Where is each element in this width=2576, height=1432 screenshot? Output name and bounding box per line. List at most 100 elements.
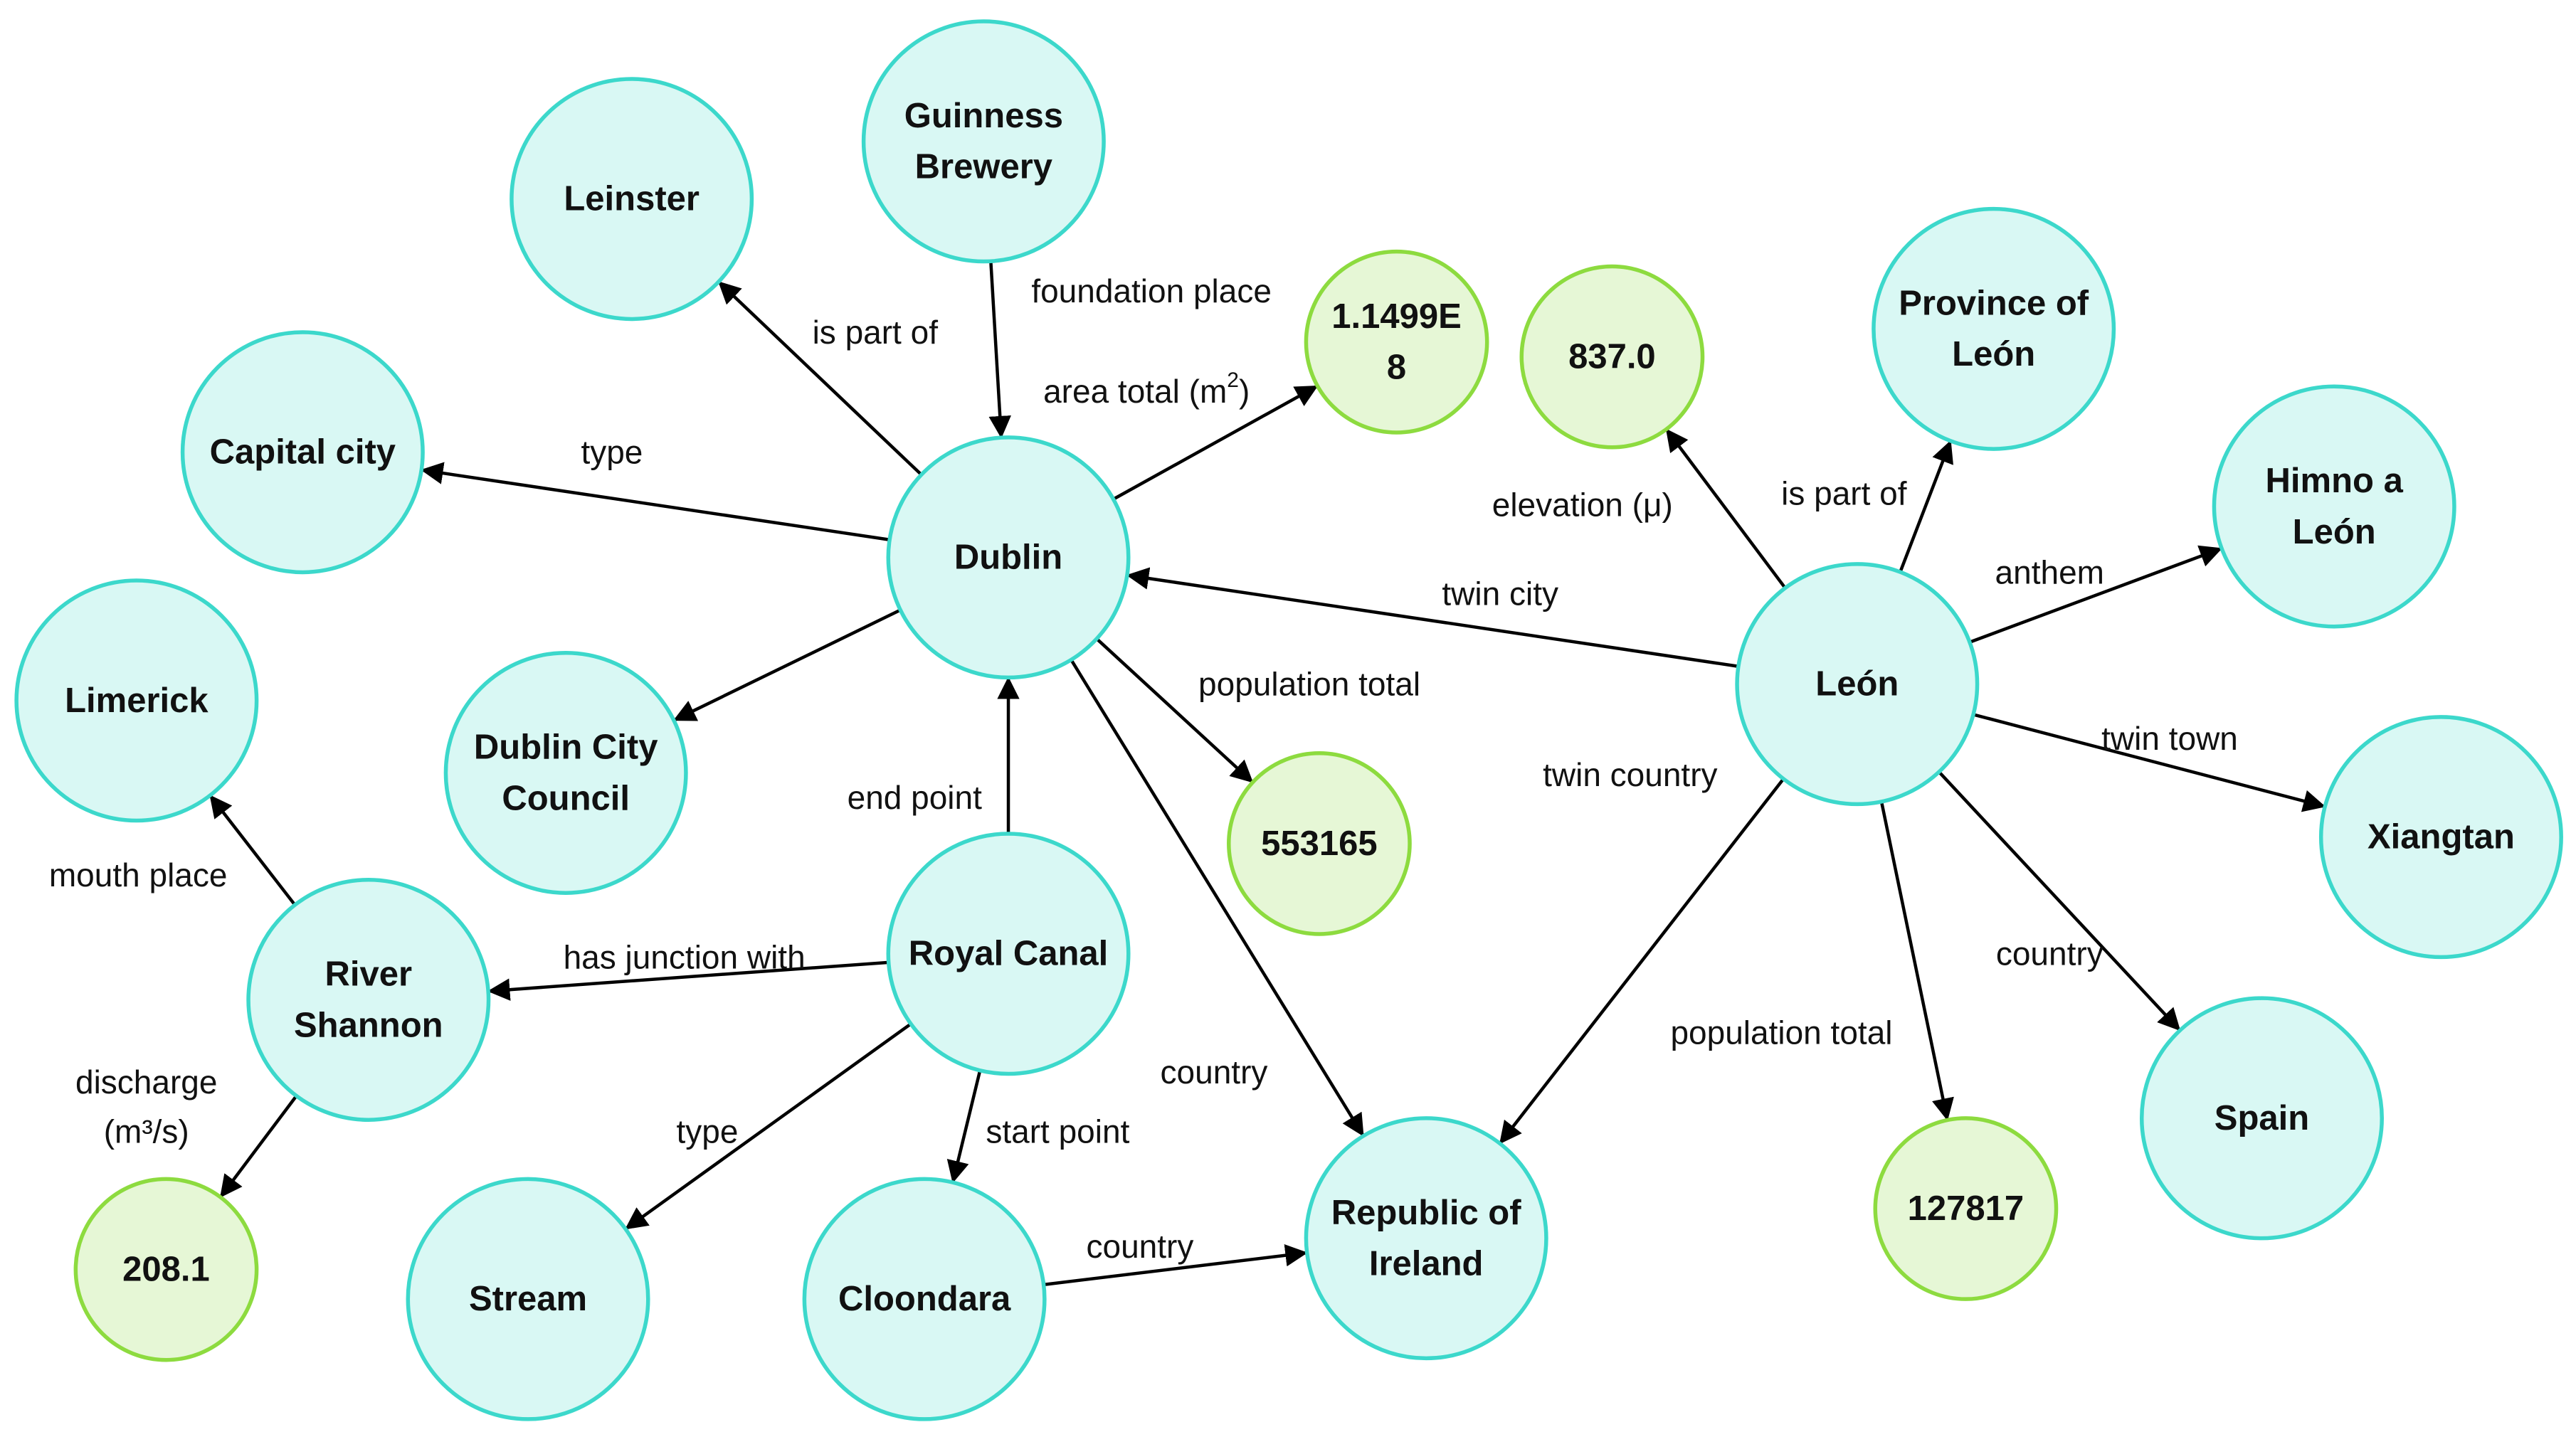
node-stream: Stream (406, 1177, 650, 1421)
edge-leon-to-spain (1938, 770, 2181, 1031)
node-cloondara: Cloondara (802, 1177, 1047, 1421)
node-royal-canal: Royal Canal (886, 832, 1131, 1076)
entity-node-circle (406, 1177, 650, 1421)
edge-label: end point (848, 779, 982, 816)
node-label: Guinness (904, 97, 1063, 135)
node-discharge-value: 208.1 (73, 1177, 259, 1362)
edge-label: twin town (2101, 720, 2238, 757)
edge-leon-to-elevation-value (1665, 428, 1787, 589)
node-label: 127817 (1908, 1189, 2025, 1228)
edge-label: twin country (1543, 756, 1717, 793)
node-pop-leon: 127817 (1873, 1116, 2059, 1301)
literal-node-circle (1304, 249, 1489, 435)
edge-guinness-to-dublin (988, 261, 1011, 439)
edge-dublin-to-area-value (1112, 385, 1319, 501)
edge-label: country (1161, 1054, 1268, 1091)
entity-node-circle (802, 1177, 1047, 1421)
edge-label: has junction with (564, 938, 806, 975)
node-label: Capital city (210, 433, 396, 472)
node-label: 553165 (1261, 824, 1378, 863)
edge-labels-layer: is part of foundation place area total (m2… (49, 272, 2238, 1265)
entity-node-circle (180, 330, 425, 575)
entity-node-circle (2318, 715, 2563, 960)
node-label: Ireland (1369, 1244, 1484, 1283)
edge-label: mouth place (49, 856, 228, 893)
edge-label: twin city (1442, 575, 1558, 612)
entity-node-circle (443, 650, 688, 895)
node-label: Leinster (564, 180, 700, 218)
node-label: Royal Canal (909, 935, 1108, 973)
node-label: Dublin City (474, 728, 658, 767)
entity-node-circle (2139, 996, 2384, 1241)
edge-label: foundation place (1031, 272, 1272, 309)
edge-label: area total (m2) (1043, 368, 1250, 410)
entity-node-circle (2212, 384, 2456, 629)
edge-leon-to-xiangtan (1973, 713, 2326, 812)
edge-dublin-to-capital-city (421, 462, 890, 541)
node-pop-dublin: 553165 (1227, 751, 1412, 936)
node-label: Republic of (1331, 1194, 1521, 1232)
edge-label: country (1087, 1228, 1194, 1265)
edge-label: is part of (1781, 474, 1907, 511)
node-ireland: Republic of Ireland (1304, 1116, 1548, 1361)
node-label: León (1952, 335, 2035, 373)
edge-royal-canal-to-cloondara (946, 1070, 982, 1184)
edge-label: type (677, 1113, 739, 1150)
edge-cloondara-to-ireland (1043, 1243, 1308, 1287)
edge-label: is part of (813, 314, 939, 351)
node-label: León (2293, 513, 2376, 551)
entity-node-circle (14, 578, 259, 823)
edge-label: elevation (μ) (1492, 487, 1673, 524)
node-label: 1.1499E (1331, 297, 1462, 336)
entity-node-circle (886, 435, 1131, 680)
entity-node-circle (1872, 206, 2116, 451)
edge-leon-to-himno (1969, 545, 2223, 644)
entity-node-circle (246, 877, 491, 1122)
literal-node-circle (1227, 751, 1412, 936)
edge-dublin-to-leinster (718, 281, 923, 476)
node-capital-city: Capital city (180, 330, 425, 575)
node-leon: León (1735, 562, 1980, 807)
literal-node-circle (73, 1177, 259, 1362)
node-label: Province of (1899, 284, 2089, 322)
edge-label: population total (1670, 1014, 1892, 1051)
node-label: Himno a (2266, 462, 2404, 500)
edge-label: (m³/s) (104, 1113, 189, 1150)
entity-node-circle (861, 19, 1106, 264)
edge-leon-to-ireland (1499, 778, 1785, 1145)
edge-royal-canal-to-stream (625, 1022, 912, 1230)
node-label: Stream (469, 1280, 587, 1318)
node-label: Shannon (294, 1006, 443, 1044)
edge-label: country (1996, 935, 2103, 972)
node-label: 837.0 (1568, 338, 1656, 376)
entity-node-circle (886, 832, 1131, 1076)
entity-node-circle (1735, 562, 1980, 807)
edge-royal-canal-to-river-shannon (487, 960, 889, 1001)
entity-node-circle (510, 77, 754, 322)
node-label: 8 (1387, 349, 1406, 387)
edge-label: start point (986, 1113, 1129, 1150)
node-limerick: Limerick (14, 578, 259, 823)
edge-label: type (581, 434, 643, 471)
node-dublin: Dublin (886, 435, 1131, 680)
node-elevation-value: 837.0 (1519, 264, 1705, 450)
node-label: Limerick (65, 681, 208, 720)
entity-node-circle (1304, 1116, 1548, 1361)
edge-leon-to-dublin (1126, 567, 1739, 668)
edge-label: population total (1198, 666, 1420, 703)
edge-label: discharge (75, 1064, 217, 1100)
literal-node-circle (1873, 1116, 2059, 1301)
edge-leon-to-province-leon (1899, 440, 1953, 573)
node-label: Xiangtan (2368, 818, 2515, 856)
node-label: León (1815, 665, 1899, 704)
edges-layer (209, 261, 2326, 1287)
edge-river-shannon-to-discharge-value (220, 1095, 298, 1198)
node-province-leon: Province of León (1872, 206, 2116, 451)
node-leinster: Leinster (510, 77, 754, 322)
edge-river-shannon-to-limerick (209, 795, 297, 906)
